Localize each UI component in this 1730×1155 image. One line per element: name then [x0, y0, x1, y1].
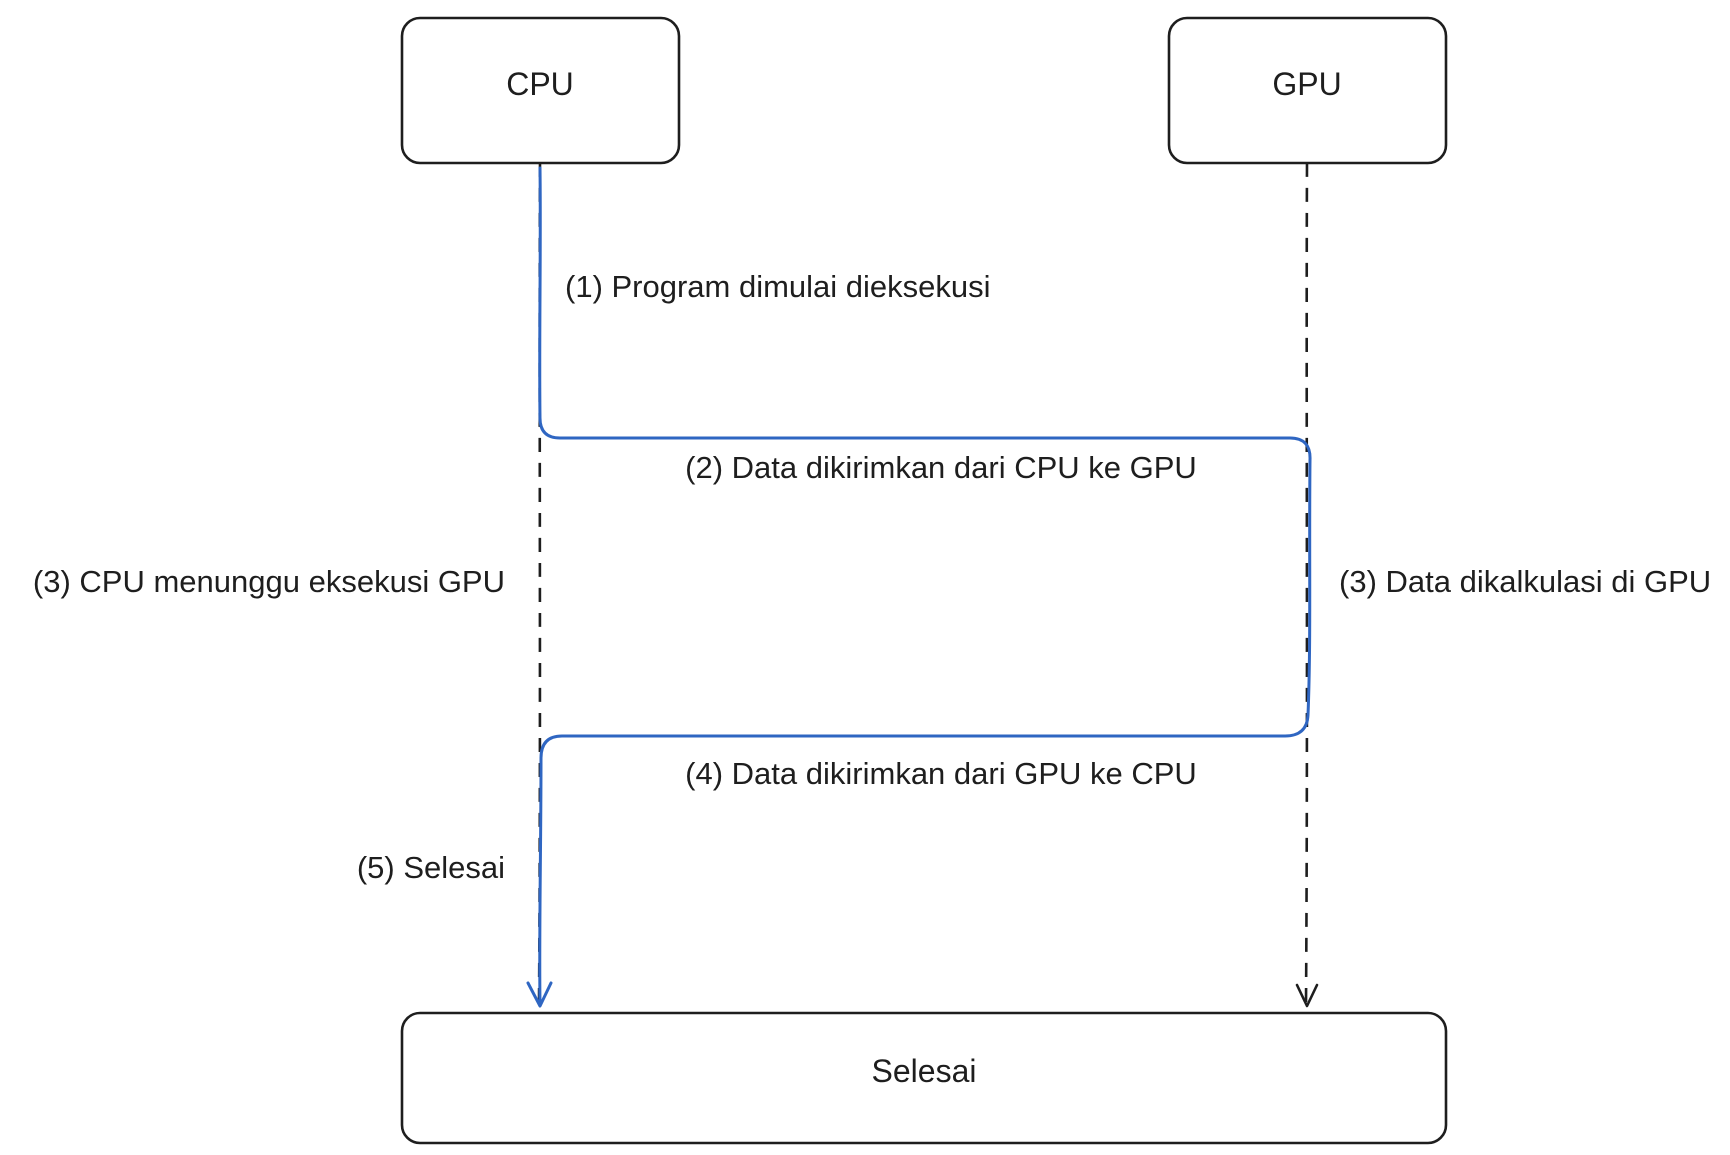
- step4-label: (4) Data dikirimkan dari GPU ke CPU: [685, 756, 1197, 791]
- step2-label: (2) Data dikirimkan dari CPU ke GPU: [685, 450, 1197, 485]
- cpu-node-label: CPU: [506, 66, 574, 102]
- execution-flow-arrowhead: [526, 981, 553, 1008]
- gpu-lifeline-arrowhead: [1295, 983, 1319, 1008]
- gpu-node: GPU: [1167, 16, 1448, 165]
- step1-label: (1) Program dimulai dieksekusi: [565, 269, 991, 304]
- end-node-label: Selesai: [872, 1053, 977, 1089]
- execution-flow-line: [538, 166, 1312, 1006]
- step3-gpu-label: (3) Data dikalkulasi di GPU: [1339, 564, 1711, 599]
- gpu-node-label: GPU: [1272, 66, 1341, 102]
- step3-cpu-label: (3) CPU menunggu eksekusi GPU: [33, 564, 505, 599]
- end-node: Selesai: [400, 1011, 1448, 1145]
- gpu-lifeline: [1304, 162, 1309, 1004]
- step5-label: (5) Selesai: [357, 850, 505, 885]
- cpu-node: CPU: [400, 16, 681, 165]
